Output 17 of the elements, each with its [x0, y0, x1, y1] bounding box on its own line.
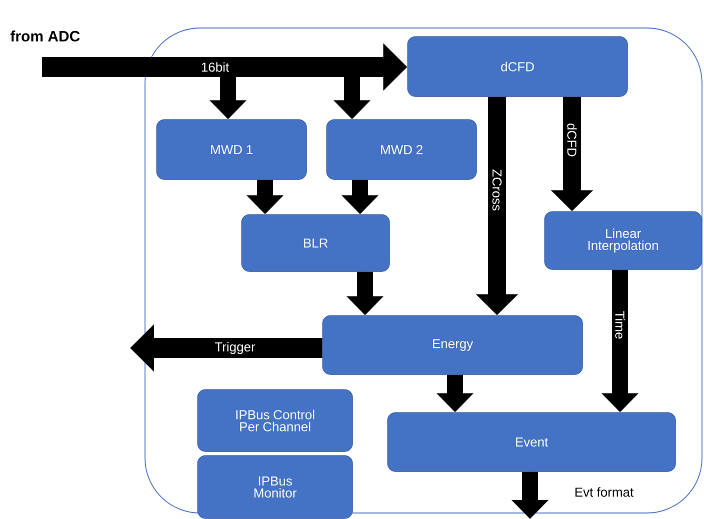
- frame-box: [144, 28, 702, 514]
- process-box: BLR: [241, 214, 390, 272]
- edge-label: Evt format: [575, 487, 634, 497]
- process-box: MWD 1: [156, 119, 307, 180]
- edge-label: dCFD: [567, 124, 577, 156]
- process-box: Energy: [322, 315, 583, 375]
- edge-label: Time: [615, 311, 625, 339]
- process-box: Event: [387, 412, 676, 472]
- edge-label: Trigger: [214, 342, 256, 354]
- edge-label: 16bit: [202, 62, 229, 72]
- process-box: dCFD: [407, 36, 628, 97]
- process-box: Linear Interpolation: [544, 211, 702, 270]
- process-box: MWD 2: [326, 119, 477, 180]
- edge-label: ZCross: [492, 169, 502, 210]
- process-box: IPBus Monitor: [197, 455, 353, 519]
- input-label: from ADC: [10, 30, 80, 42]
- process-box: IPBus Control Per Channel: [197, 389, 353, 452]
